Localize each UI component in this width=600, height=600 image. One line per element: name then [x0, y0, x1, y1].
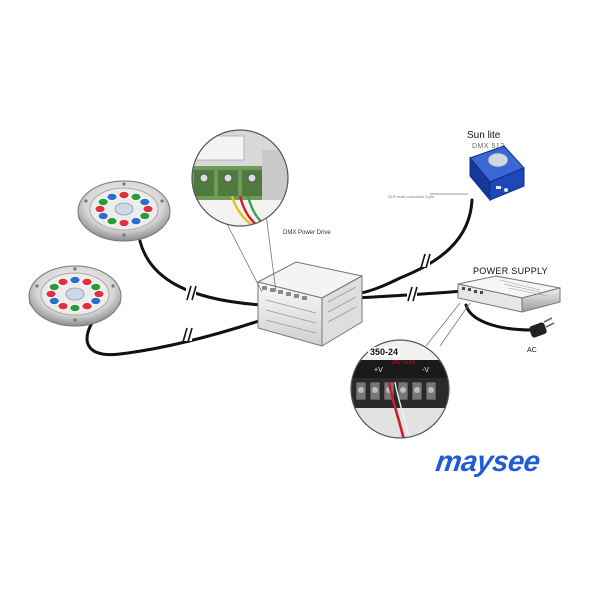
brand-logo: maysee: [433, 446, 542, 478]
power-supply-label: POWER SUPPLY: [473, 266, 548, 276]
led-3: [81, 302, 93, 311]
led-6: [48, 297, 60, 305]
led-1: [142, 205, 154, 213]
sunlite-controller: [469, 145, 525, 202]
led-12: [90, 283, 102, 291]
led-7: [94, 205, 106, 213]
led-5: [57, 302, 69, 311]
led-8: [97, 198, 109, 206]
cable-light-upper: [138, 239, 264, 307]
led-array-lower: [45, 275, 105, 312]
cable-light-lower: [85, 316, 270, 357]
led-11: [130, 192, 142, 201]
led-9: [106, 192, 118, 201]
led-8: [48, 283, 60, 291]
led-10: [118, 190, 130, 199]
leader-lines: [225, 193, 471, 347]
led-9: [57, 277, 69, 286]
led-4: [118, 218, 130, 227]
led-3: [130, 217, 142, 226]
break-mark-4: [407, 286, 418, 302]
led-2: [90, 297, 102, 305]
sunlite-title: Sun lite: [467, 130, 501, 141]
underwater-light-upper: [77, 180, 171, 242]
led-array-upper: [94, 190, 154, 227]
led-6: [97, 212, 109, 220]
break-mark-1: [186, 285, 197, 301]
led-2: [139, 212, 151, 220]
dmx-power-drive-label: DMX Power Drive: [283, 230, 331, 236]
dmx-power-drive: [256, 261, 364, 347]
power-supply-unit: [457, 275, 561, 313]
cable-ac: [464, 303, 534, 332]
ac-label: AC: [527, 347, 537, 354]
cables: [85, 198, 534, 357]
led-12: [139, 198, 151, 206]
led-10: [69, 275, 81, 284]
psu-vplus-label: +V: [374, 367, 383, 374]
psu-rating-label: 24V 14.6A: [392, 360, 416, 366]
psu-vminus-label: -V: [422, 367, 429, 374]
ac-plug: [529, 317, 555, 338]
break-mark-2: [182, 327, 193, 343]
terminal-closeup-inset: [191, 129, 289, 227]
xlr-connector-note: XLR male connector 3-pin: [388, 194, 435, 199]
break-mark-3: [420, 253, 431, 269]
cable-sunlite: [354, 198, 474, 296]
led-1: [93, 290, 105, 298]
cable-break-marks: [182, 253, 431, 343]
led-5: [106, 217, 118, 226]
underwater-light-lower: [28, 265, 122, 327]
sunlite-subtitle: DMX 512: [472, 143, 505, 150]
led-11: [81, 277, 93, 286]
led-4: [69, 303, 81, 312]
psu-model-label: 350-24: [368, 347, 401, 357]
led-7: [45, 290, 57, 298]
